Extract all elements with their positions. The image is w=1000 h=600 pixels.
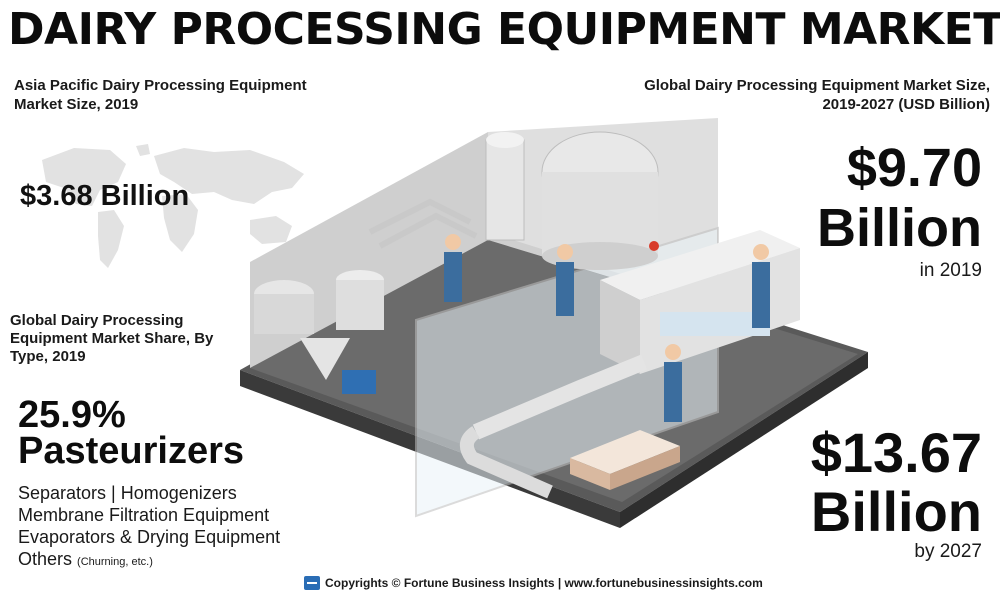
global-size-label-line1: Global Dairy Processing Equipment Market… — [644, 77, 990, 94]
share-leading-type: Pasteurizers — [18, 430, 245, 472]
value-2019: $9.70 — [846, 138, 982, 198]
other-types-list: Separators | Homogenizers Membrane Filtr… — [18, 482, 280, 573]
asia-pacific-label: Asia Pacific Dairy Processing Equipment … — [14, 77, 307, 113]
footer: Copyrights © Fortune Business Insights |… — [304, 576, 763, 590]
type-item: Membrane Filtration Equipment — [18, 505, 270, 525]
factory-illustration — [240, 118, 868, 528]
global-size-label: Global Dairy Processing Equipment Market… — [610, 76, 990, 114]
global-size-label-line2: 2019-2027 (USD Billion) — [822, 96, 990, 113]
footer-text: Copyrights © Fortune Business Insights |… — [325, 576, 763, 590]
unit-2019: Billion — [817, 198, 982, 258]
world-map — [42, 144, 308, 268]
share-percent: 25.9% — [18, 394, 126, 436]
unit-2027: Billion — [810, 480, 982, 543]
type-item: Evaporators & Drying Equipment — [18, 527, 281, 547]
type-others-note: (Churning, etc.) — [77, 556, 153, 568]
caption-2027: by 2027 — [914, 541, 982, 562]
fortune-logo-icon — [304, 576, 320, 590]
share-label: Global Dairy Processing Equipment Market… — [10, 312, 214, 365]
type-others: Others — [18, 549, 73, 569]
type-item: Separators | Homogenizers — [18, 483, 237, 503]
page-title: DAIRY PROCESSING EQUIPMENT MARKET — [8, 4, 1000, 55]
caption-2019: in 2019 — [919, 260, 982, 281]
value-2027: $13.67 — [810, 421, 982, 484]
type-item: Others (Churning, etc.) — [18, 548, 280, 573]
asia-pacific-value: $3.68 Billion — [20, 180, 190, 212]
